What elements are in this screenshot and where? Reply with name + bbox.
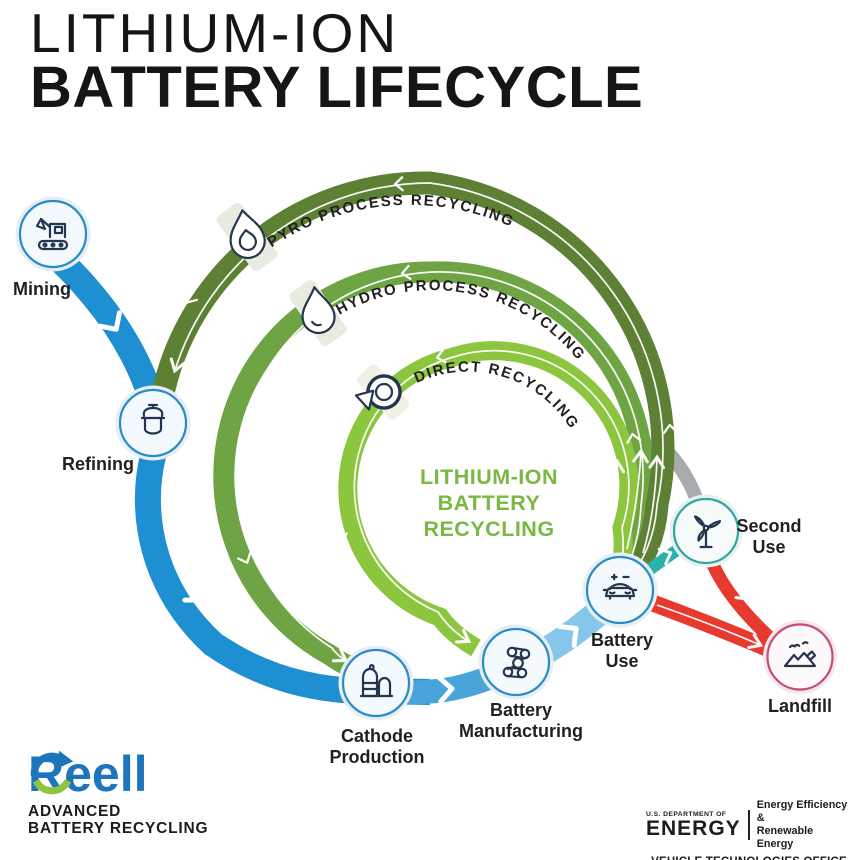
title-line2: BATTERY LIFECYCLE: [30, 55, 644, 120]
factory-tank-icon: [359, 664, 394, 698]
center-label-line2: BATTERY: [437, 491, 541, 515]
mining-to-cathode-ribbon: [47, 246, 431, 705]
node-second-use: [669, 494, 743, 568]
recell-word-ell: ell: [91, 746, 148, 802]
flow-chevron: [435, 348, 447, 364]
node-circle: [18, 199, 88, 269]
second-use-label: Second Use: [736, 516, 802, 557]
landfill-flow-line: [656, 604, 764, 649]
node-circle: [481, 627, 551, 697]
flow-chevron: [734, 585, 750, 601]
wind-turbine-icon: [693, 515, 722, 549]
landfill-label: Landfill: [768, 696, 832, 716]
recycle-arrow-icon: [354, 374, 402, 411]
node-battery-use: [582, 552, 658, 628]
doe-dept-small: U.S. DEPARTMENT OF: [646, 810, 727, 818]
cathode-production-label: Cathode Production: [329, 726, 425, 767]
doe-logo: U.S. DEPARTMENT OF ENERGY Energy Efficie…: [646, 799, 852, 860]
doe-eere-label: Energy Efficiency & Renewable Energy: [756, 799, 848, 850]
doe-office-label: VEHICLE TECHNOLOGIES OFFICE: [646, 856, 852, 860]
center-label: LITHIUM-ION BATTERY RECYCLING: [420, 464, 558, 542]
node-circle: [585, 555, 655, 625]
flow-chevron: [182, 580, 205, 603]
electric-car-icon: [602, 573, 638, 600]
landfill-icon: [783, 641, 817, 668]
excavator-icon: [35, 217, 69, 251]
battery-manufacturing-label: Battery Manufacturing: [459, 700, 583, 741]
doe-divider: [747, 810, 750, 840]
node-landfill: [763, 620, 837, 694]
water-drop-icon: [301, 286, 336, 335]
page-title: LITHIUM-ION BATTERY LIFECYCLE: [30, 2, 644, 120]
flow-chevron: [626, 432, 642, 444]
battery-use-label: Battery Use: [590, 630, 654, 671]
bundle-arrow: [626, 448, 649, 550]
flow-chevron: [237, 552, 252, 564]
node-mining: [15, 196, 91, 272]
flame-icon: [229, 209, 266, 260]
flow-chevron: [333, 532, 348, 544]
flow-chevron: [436, 675, 455, 705]
recell-logo: Re ell ADVANCED BATTERY RECYCLING: [28, 746, 208, 837]
node-refining: [115, 385, 191, 461]
recell-tagline: ADVANCED BATTERY RECYCLING: [28, 803, 209, 837]
flow-chevron: [185, 291, 199, 304]
center-label-line1: LITHIUM-ION: [419, 465, 559, 489]
bundle-arrow: [608, 458, 626, 546]
node-battery-manufacturing: [478, 624, 554, 700]
node-cathode-production: [338, 645, 414, 721]
landfill-ribbon: [633, 548, 785, 661]
flow-chevron: [662, 423, 678, 435]
flow-chevron: [400, 264, 412, 280]
mining-label: Mining: [13, 279, 71, 299]
doe-energy-wordmark: ENERGY: [646, 816, 741, 840]
refining-label: Refining: [62, 454, 134, 474]
node-circle: [118, 388, 188, 458]
title-line1: LITHIUM-ION: [30, 2, 400, 64]
bundle-arrow: [642, 454, 666, 554]
crucible-icon: [140, 403, 166, 435]
flow-chevron: [657, 547, 673, 566]
flow-chevron: [393, 176, 404, 192]
loop-process-icons: [216, 202, 410, 420]
center-label-line3: RECYCLING: [423, 517, 555, 541]
roller-assembly-icon: [502, 646, 531, 679]
recell-c-recycle-icon: [30, 750, 74, 795]
flow-chevron: [97, 310, 122, 332]
flow-chevron: [556, 623, 579, 648]
